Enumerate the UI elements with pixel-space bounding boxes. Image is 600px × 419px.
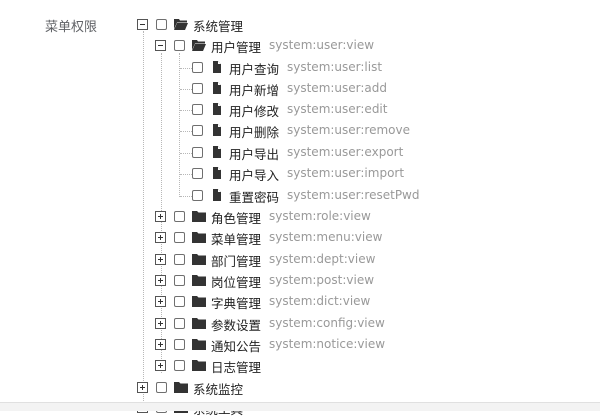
- folder-icon: [174, 382, 188, 393]
- file-icon: [213, 82, 221, 94]
- collapse-toggle[interactable]: [137, 19, 148, 30]
- file-icon: [213, 146, 221, 158]
- expand-toggle[interactable]: [137, 382, 148, 393]
- expand-toggle[interactable]: [155, 339, 166, 350]
- tree-guide-line: [180, 89, 192, 90]
- tree-node-label: 用户查询: [229, 62, 280, 77]
- permission-code: system:user:remove: [287, 123, 410, 137]
- tree-guide-line: [180, 153, 192, 154]
- checkbox[interactable]: [174, 339, 185, 350]
- file-icon: [213, 103, 221, 115]
- permission-code: system:dept:view: [269, 252, 376, 266]
- tree-node-label: 用户导出: [229, 147, 280, 162]
- folder-open-icon: [192, 40, 206, 51]
- permission-code: system:user:edit: [287, 102, 388, 116]
- checkbox[interactable]: [174, 318, 185, 329]
- permission-code: system:user:list: [287, 60, 383, 74]
- tree-node-label: 角色管理: [211, 211, 262, 226]
- permission-code: system:menu:view: [269, 230, 383, 244]
- checkbox[interactable]: [192, 147, 203, 158]
- checkbox[interactable]: [192, 83, 203, 94]
- tree-node-label: 岗位管理: [211, 275, 262, 290]
- tree-node-label: 用户导入: [229, 168, 280, 183]
- folder-icon: [192, 296, 206, 307]
- folder-icon: [192, 254, 206, 265]
- tree-node-label: 参数设置: [211, 318, 262, 333]
- expand-toggle[interactable]: [155, 211, 166, 222]
- permission-code: system:post:view: [269, 273, 375, 287]
- checkbox[interactable]: [174, 275, 185, 286]
- permission-code: system:notice:view: [269, 337, 386, 351]
- file-icon: [213, 124, 221, 136]
- checkbox[interactable]: [174, 296, 185, 307]
- folder-icon: [192, 360, 206, 371]
- expand-toggle[interactable]: [155, 254, 166, 265]
- tree-node-label: 用户删除: [229, 125, 280, 140]
- checkbox[interactable]: [192, 104, 203, 115]
- dialog-footer-edge: [0, 402, 600, 411]
- expand-toggle[interactable]: [155, 360, 166, 371]
- tree-node-label: 用户新增: [229, 83, 280, 98]
- tree-guide-line: [180, 131, 192, 132]
- folder-icon: [192, 339, 206, 350]
- permission-code: system:user:import: [287, 166, 405, 180]
- file-icon: [213, 189, 221, 201]
- permission-code: system:dict:view: [269, 294, 371, 308]
- folder-icon: [192, 211, 206, 222]
- tree-guide-line: [180, 196, 192, 197]
- checkbox[interactable]: [156, 19, 167, 30]
- checkbox[interactable]: [192, 125, 203, 136]
- tree-node-label: 部门管理: [211, 254, 262, 269]
- checkbox[interactable]: [192, 190, 203, 201]
- checkbox[interactable]: [174, 211, 185, 222]
- folder-icon: [192, 232, 206, 243]
- tree-guide-line: [179, 53, 180, 197]
- collapse-toggle[interactable]: [155, 40, 166, 51]
- file-icon: [213, 167, 221, 179]
- tree-node-label: 通知公告: [211, 339, 262, 354]
- tree-node-label: 字典管理: [211, 296, 262, 311]
- checkbox[interactable]: [174, 254, 185, 265]
- expand-toggle[interactable]: [155, 318, 166, 329]
- tree-node-label: 日志管理: [211, 360, 262, 375]
- tree-guide-line: [180, 68, 192, 69]
- checkbox[interactable]: [174, 232, 185, 243]
- expand-toggle[interactable]: [155, 275, 166, 286]
- expand-toggle[interactable]: [155, 232, 166, 243]
- folder-icon: [192, 275, 206, 286]
- tree-node-label: 菜单管理: [211, 232, 262, 247]
- permission-code: system:user:add: [287, 81, 388, 95]
- tree-node-label: 用户修改: [229, 104, 280, 119]
- checkbox[interactable]: [192, 62, 203, 73]
- menu-permission-tree: 系统管理 用户管理 system:user:view 用户查询 system:u…: [137, 19, 420, 417]
- checkbox[interactable]: [174, 40, 185, 51]
- permission-code: system:user:view: [269, 38, 375, 52]
- tree-guide-line: [180, 110, 192, 111]
- folder-icon: [192, 318, 206, 329]
- permission-code: system:user:export: [287, 145, 404, 159]
- permission-code: system:role:view: [269, 209, 371, 223]
- tree-node-label: 系统管理: [193, 19, 244, 34]
- expand-toggle[interactable]: [155, 296, 166, 307]
- folder-open-icon: [174, 19, 188, 30]
- tree-node-label: 重置密码: [229, 190, 280, 205]
- tree-guide-line: [180, 174, 192, 175]
- checkbox[interactable]: [192, 168, 203, 179]
- tree-node-label: 系统监控: [193, 382, 244, 397]
- checkbox[interactable]: [174, 360, 185, 371]
- checkbox[interactable]: [156, 382, 167, 393]
- menu-permission-label: 菜单权限: [45, 20, 98, 35]
- tree-node-label: 用户管理: [211, 40, 262, 55]
- tree-guide-line: [143, 31, 144, 401]
- file-icon: [213, 61, 221, 73]
- permission-code: system:config:view: [269, 316, 385, 330]
- permission-code: system:user:resetPwd: [287, 188, 420, 202]
